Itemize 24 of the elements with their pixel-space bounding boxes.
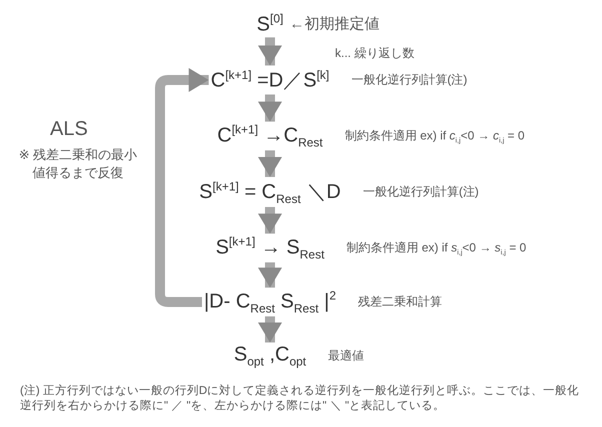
arrow	[258, 37, 282, 66]
arrow	[258, 94, 282, 122]
formula-text: S$^{[k+1]}$ → S$_{Rest}$	[216, 234, 324, 262]
annotation-text: 残差二乗和計算	[358, 294, 442, 310]
arrow	[258, 316, 282, 342]
formula-text: S$^{[0]}$	[256, 12, 284, 36]
arrow	[258, 262, 282, 288]
annotation-text: 制約条件適用 ex) if c$_{i,j}$<0 → c$_{i,j}$ = 0	[344, 127, 525, 145]
formula-text: S$^{[k+1]}$ = C$_{Rest}$ ＼D	[199, 178, 341, 206]
formula-text: |D- C$_{Rest}$ S$_{Rest}$ |$^{2}$	[204, 288, 336, 316]
loop-note: ※ 残差二乗和の最小値得るまで反復	[18, 146, 138, 182]
formula-text: S$_{opt}$ ,C$_{opt}$	[234, 344, 306, 368]
arrow	[258, 207, 282, 234]
annotation-text: 一般化逆行列計算(注)	[362, 184, 479, 200]
annotation-text: ←初期推定値	[289, 14, 380, 34]
loop-title: ALS	[50, 118, 88, 141]
arrow	[258, 150, 282, 177]
footnote-text: (注) 正方行列ではない一般の行列Dに対して定義される逆行列を一般化逆行列と呼ぶ。ここでは、一般化逆行列を右からかける際に" ／ "を、左からかける際には" ＼ "と表記している。	[20, 383, 580, 413]
annotation-text: 制約条件適用 ex) if s$_{i,j}$<0 → s$_{i,j}$ = 0	[346, 239, 526, 257]
formula-text: C$^{[k+1]}$ →C$_{Rest}$	[217, 122, 323, 150]
note-text: k... 繰り返し数	[335, 45, 414, 62]
formula-text: C$^{[k+1]}$ =D／S$^{[k]}$	[210, 66, 330, 94]
annotation-text: 一般化逆行列計算(注)	[351, 72, 468, 88]
annotation-text: 最適値	[328, 348, 364, 364]
